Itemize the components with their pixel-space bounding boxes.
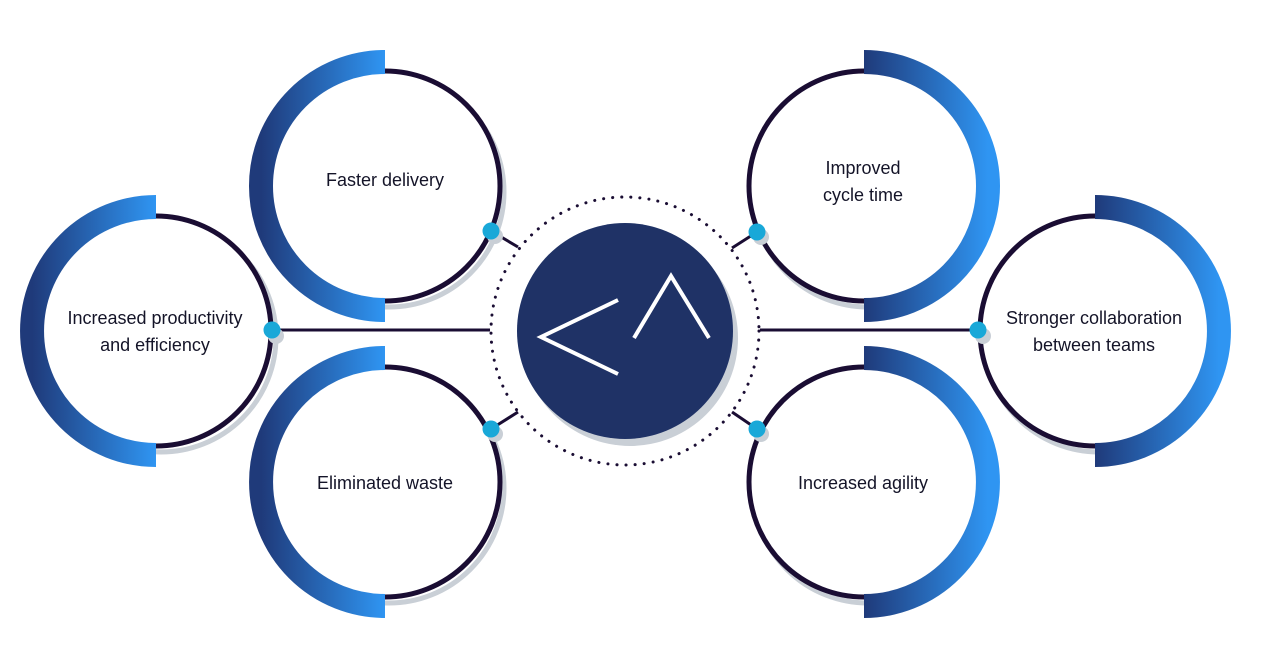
node-dot-waste <box>482 420 503 442</box>
ring-faster-delivery <box>249 50 507 322</box>
node-dots <box>263 222 991 442</box>
label-collaboration: Stronger collaboration between teams <box>1005 308 1183 355</box>
node-dot-faster <box>482 222 503 244</box>
ring-agility <box>746 346 1000 618</box>
ring-cycle-time <box>746 50 1000 322</box>
ring-eliminated-waste <box>249 346 507 618</box>
node-dot-collab <box>969 321 991 344</box>
label-cycle-time: Improved cycle time <box>822 158 903 205</box>
center-hub <box>489 195 761 467</box>
angle-brackets-logo-icon <box>536 272 711 376</box>
label-faster-delivery: Faster delivery <box>325 169 445 190</box>
node-dot-productivity <box>263 321 284 344</box>
label-agility: Increased agility <box>797 472 929 493</box>
ring-productivity <box>20 195 279 467</box>
label-productivity: Increased productivity and efficiency <box>67 308 243 355</box>
label-eliminated-waste: Eliminated waste <box>316 472 454 493</box>
node-dot-agility <box>748 420 769 442</box>
node-dot-cycle <box>748 223 769 245</box>
center-disc <box>517 223 733 439</box>
